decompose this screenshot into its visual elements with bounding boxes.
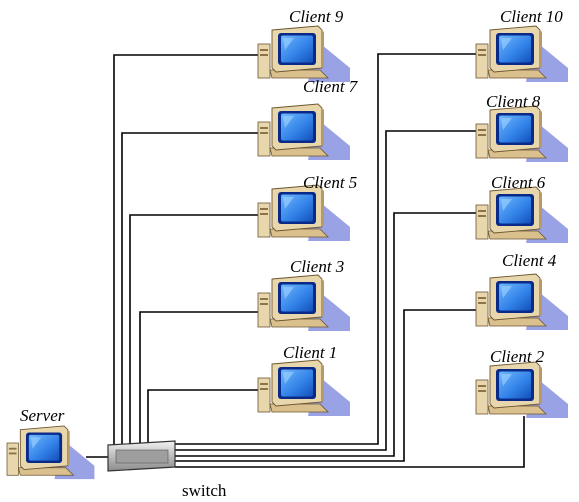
switch-node: switch: [107, 440, 227, 500]
wire-client-2: [175, 416, 525, 468]
wire-client-6: [175, 212, 476, 457]
switch-label: switch: [182, 481, 227, 500]
wire-client-7: [121, 132, 258, 450]
computer-icon: [257, 274, 351, 332]
wires: [86, 53, 525, 468]
server-label: Server: [20, 406, 65, 425]
client-label: Client 10: [500, 7, 563, 26]
client-node: Client 2: [475, 347, 569, 419]
computer-icon: [257, 25, 351, 83]
client-node: Client 9: [257, 7, 351, 83]
client-node: Client 8: [475, 92, 569, 163]
wire-client-10: [175, 53, 476, 445]
wire-client-1: [147, 389, 258, 450]
computer-icon: [257, 359, 351, 417]
wire-client-8: [175, 130, 476, 451]
client-label: Client 5: [303, 173, 357, 192]
computer-icon: [475, 186, 569, 244]
client-node: Client 1: [257, 343, 351, 417]
client-node: Client 4: [475, 251, 569, 331]
client-label: Client 4: [502, 251, 557, 270]
client-node: Client 10: [475, 7, 569, 83]
client-node: Client 7: [257, 77, 359, 161]
client-node: Client 5: [257, 173, 357, 242]
client-label: Client 3: [290, 257, 344, 276]
client-node: Client 3: [257, 257, 351, 332]
server-node: Server: [6, 406, 95, 480]
wire-client-9: [113, 54, 258, 450]
client-label: Client 9: [289, 7, 344, 26]
wire-client-3: [139, 311, 258, 450]
client-label: Client 6: [491, 173, 546, 192]
computer-icon: [6, 425, 95, 480]
computer-icon: [475, 105, 569, 163]
computer-icon: [257, 184, 351, 242]
computer-icon: [257, 103, 351, 161]
computer-icon: [475, 25, 569, 83]
wire-client-5: [129, 214, 258, 450]
wire-client-4: [175, 309, 476, 462]
client-node: Client 6: [475, 173, 569, 244]
computer-icon: [475, 361, 569, 419]
client-label: Client 7: [303, 77, 359, 96]
network-switch-icon: [107, 440, 176, 472]
client-label: Client 2: [490, 347, 545, 366]
client-label: Client 8: [486, 92, 541, 111]
computer-icon: [475, 273, 569, 331]
client-label: Client 1: [283, 343, 337, 362]
